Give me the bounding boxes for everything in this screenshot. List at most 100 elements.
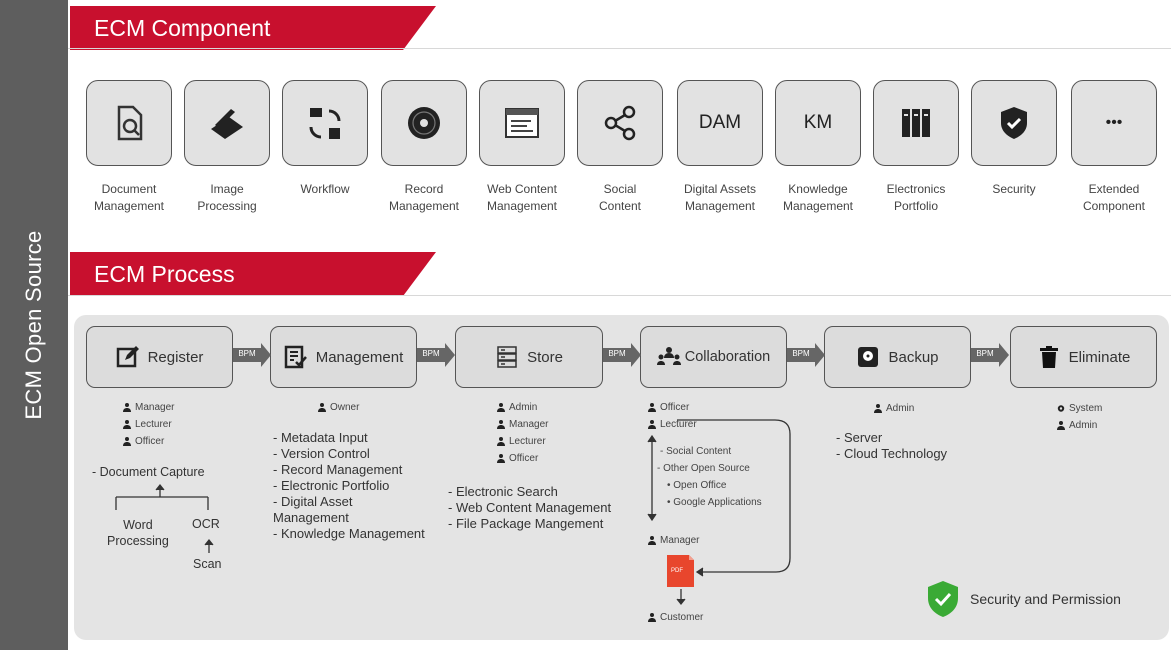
- social-content-text: - Social Content: [660, 446, 732, 457]
- component-label-extended-component: Extended Component: [1082, 182, 1146, 213]
- role-item: Manager: [497, 416, 548, 433]
- trash-icon: [1039, 346, 1058, 368]
- person-icon: [497, 403, 505, 412]
- bpm-label-2: BPM: [422, 349, 440, 358]
- role-label: Lecturer: [660, 419, 697, 430]
- bpm-connector-4: BPM: [787, 343, 825, 367]
- component-label-security: Security: [992, 182, 1036, 196]
- role-item: Admin: [1057, 417, 1102, 434]
- step-label-store: Store: [527, 348, 563, 366]
- tile-workflow[interactable]: [282, 80, 368, 166]
- bpm-label-4: BPM: [792, 349, 810, 358]
- bullet-dot: •: [667, 497, 674, 508]
- store-features: - Electronic Search - Web Content Manage…: [448, 484, 612, 531]
- management-features: - Metadata Input - Version Control - Rec…: [273, 430, 425, 541]
- security-permission-note: Security and Permission: [926, 580, 1121, 618]
- share-icon: [604, 105, 636, 141]
- person-icon: [648, 613, 656, 622]
- person-icon: [497, 454, 505, 463]
- process-panel: [74, 315, 1169, 640]
- tile-image-processing[interactable]: [184, 80, 270, 166]
- person-icon: [123, 437, 131, 446]
- other-open-source-text: - Other Open Source: [657, 463, 750, 474]
- more-dots-icon: •••: [1105, 114, 1123, 131]
- collaboration-roles: Officer Lecturer: [648, 399, 697, 433]
- dam-text-icon: DAM: [698, 112, 742, 133]
- document-capture-text: - Document Capture: [92, 465, 205, 479]
- person-icon: [874, 404, 882, 413]
- component-banner-divider: [68, 48, 1171, 49]
- workflow-icon: [309, 108, 341, 139]
- collab-loop-line: [677, 419, 791, 573]
- security-permission-text: Security and Permission: [970, 591, 1121, 607]
- backup-roles: Admin: [874, 400, 914, 417]
- component-label-image-processing: Image Processing: [197, 182, 257, 213]
- role-label: Manager: [660, 535, 700, 546]
- tile-security[interactable]: [971, 80, 1057, 166]
- role-label: Manager: [509, 419, 549, 430]
- bpm-label-3: BPM: [608, 349, 626, 358]
- person-icon: [648, 403, 656, 412]
- tile-electronics-portfolio[interactable]: [873, 80, 959, 166]
- document-search-icon: [117, 105, 143, 141]
- tile-digital-assets-management[interactable]: DAM: [677, 80, 763, 166]
- edit-icon: [116, 346, 139, 368]
- role-item: Officer: [497, 450, 548, 467]
- step-label-register: Register: [147, 348, 204, 366]
- role-label: System: [1069, 403, 1103, 414]
- person-icon: [497, 437, 505, 446]
- google-applications-text: Google Applications: [673, 497, 762, 508]
- register-roles: Manager Lecturer Officer: [123, 399, 174, 450]
- scan-arrow-head: [204, 538, 214, 546]
- component-label-document-management: Document Management: [93, 182, 165, 213]
- component-label-workflow: Workflow: [300, 182, 350, 196]
- step-register[interactable]: Register: [86, 326, 233, 388]
- step-label-backup: Backup: [888, 348, 939, 366]
- tile-record-management[interactable]: [381, 80, 467, 166]
- team-icon: [656, 347, 681, 365]
- tile-social-content[interactable]: [577, 80, 663, 166]
- backup-features: - Server - Cloud Technology: [836, 430, 948, 461]
- collab-loop-arrow-head: [695, 567, 704, 577]
- step-eliminate[interactable]: Eliminate: [1010, 326, 1157, 388]
- step-store[interactable]: Store: [455, 326, 603, 388]
- bpm-connector-1: BPM: [233, 343, 271, 367]
- role-item: Manager: [648, 532, 699, 549]
- person-icon: [123, 403, 131, 412]
- capture-arrow-head: [155, 483, 165, 491]
- pdf-customer-arrow-head: [676, 598, 686, 606]
- step-label-collaboration: Collaboration: [684, 349, 771, 365]
- tile-web-content-management[interactable]: [479, 80, 565, 166]
- role-item: Lecturer: [497, 433, 548, 450]
- role-label: Officer: [509, 453, 539, 464]
- component-label-social-content: Social Content: [598, 182, 642, 213]
- role-item: Admin: [874, 400, 914, 417]
- role-label: Officer: [135, 436, 165, 447]
- checklist-icon: [284, 345, 307, 369]
- bpm-label-1: BPM: [238, 349, 256, 358]
- scan-text: Scan: [193, 557, 222, 571]
- person-icon: [648, 536, 656, 545]
- person-icon: [1057, 421, 1065, 430]
- role-label: Owner: [330, 402, 360, 413]
- scanner-icon: [211, 109, 243, 139]
- step-collaboration[interactable]: Collaboration: [640, 326, 787, 388]
- process-banner-divider: [68, 295, 1171, 296]
- word-processing-text: Word Processing: [107, 518, 169, 548]
- step-backup[interactable]: Backup: [824, 326, 971, 388]
- role-label: Lecturer: [135, 419, 172, 430]
- tile-knowledge-management[interactable]: KM: [775, 80, 861, 166]
- tile-document-management[interactable]: [86, 80, 172, 166]
- step-management[interactable]: Management: [270, 326, 417, 388]
- person-icon: [318, 403, 326, 412]
- component-section-banner: ECM Component: [70, 6, 436, 50]
- hard-drive-icon: [858, 347, 879, 367]
- store-roles: Admin Manager Lecturer Officer: [497, 399, 548, 467]
- role-item: Admin: [497, 399, 548, 416]
- tile-extended-component[interactable]: •••: [1071, 80, 1157, 166]
- bpm-connector-3: BPM: [603, 343, 641, 367]
- ocr-text: OCR: [192, 517, 220, 531]
- person-icon: [123, 420, 131, 429]
- role-item: Lecturer: [123, 416, 174, 433]
